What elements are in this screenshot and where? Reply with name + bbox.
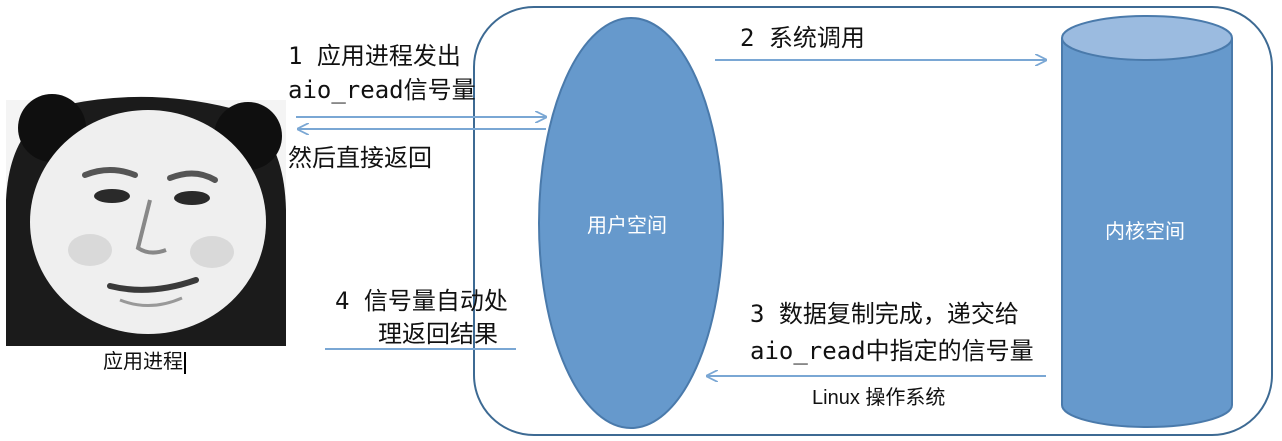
- text-cursor: [184, 351, 186, 374]
- os-container: [473, 6, 1273, 436]
- kernel-space-label: 内核空间: [1105, 221, 1185, 243]
- step2-label: 2 系统调用: [740, 24, 865, 52]
- step4-label-line1: 4 信号量自动处: [335, 287, 508, 315]
- os-label: Linux 操作系统: [812, 387, 946, 409]
- step3-label-line2: aio_read中指定的信号量: [750, 337, 1034, 365]
- app-process-caption: 应用进程: [103, 350, 186, 374]
- step4-label-line2: 理返回结果: [378, 320, 498, 348]
- app-process-label: 应用进程: [103, 351, 183, 373]
- kernel-space-cylinder: [1061, 15, 1233, 428]
- step1-label-line1: 1 应用进程发出: [288, 42, 461, 70]
- panda-face-meme-icon: [6, 94, 286, 346]
- user-space-ellipse: [538, 17, 724, 429]
- step3-label-line1: 3 数据复制完成，递交给: [750, 300, 1019, 328]
- step1-label-line2: aio_read信号量: [288, 76, 476, 104]
- step1-label-line3: 然后直接返回: [288, 144, 432, 172]
- user-space-label: 用户空间: [587, 215, 667, 237]
